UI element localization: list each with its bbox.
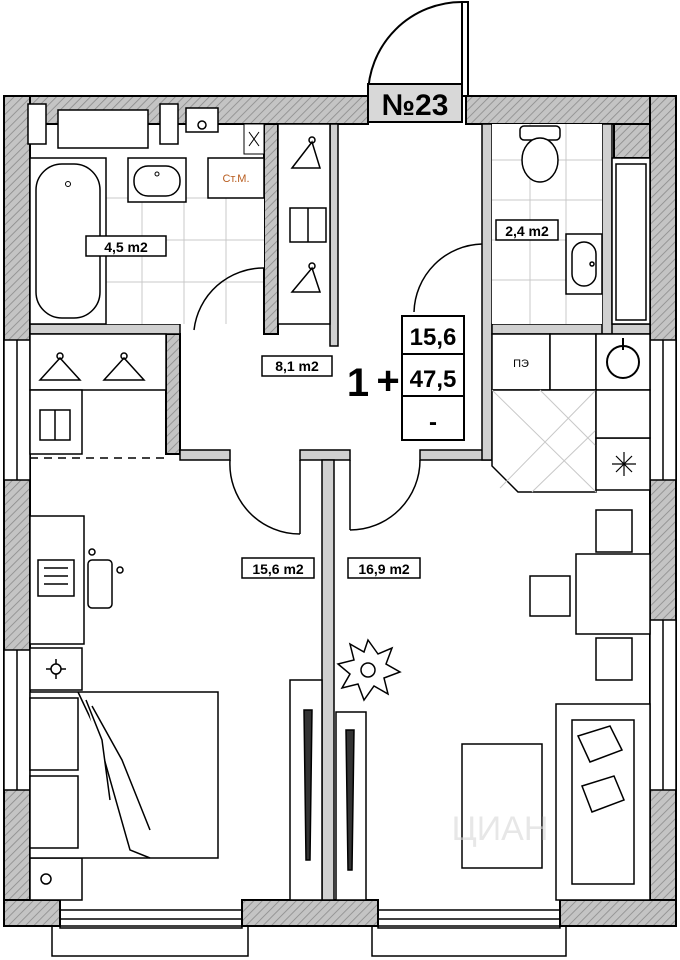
living-door bbox=[349, 459, 421, 531]
hallway: 8,1 m2 bbox=[261, 355, 333, 377]
bedroom-label: 15,6 m2 bbox=[241, 557, 315, 579]
toilet bbox=[519, 125, 561, 183]
living-label: 16,9 m2 bbox=[347, 557, 421, 579]
rooms-plus: + bbox=[376, 359, 399, 403]
wc: 2,4 m2 bbox=[413, 124, 603, 324]
bathroom-window bbox=[27, 103, 219, 149]
bedroom-closet bbox=[29, 333, 167, 459]
bathroom-area: 4,5 m2 bbox=[104, 239, 148, 255]
desk bbox=[29, 515, 85, 645]
entrance-door bbox=[367, 1, 469, 97]
sofa bbox=[555, 703, 651, 901]
apartment-number: №23 bbox=[382, 89, 449, 122]
rooms-count: 1 bbox=[347, 361, 369, 405]
bedroom-door bbox=[229, 459, 301, 535]
bathroom: Ст.М. 4,5 m2 bbox=[29, 123, 265, 331]
apartment-number-badge: №23 bbox=[367, 83, 463, 123]
apartment-summary: 1 + 15,6 47,5 - bbox=[347, 315, 465, 441]
wc-door bbox=[413, 243, 483, 313]
right-closet bbox=[611, 157, 651, 325]
wc-area: 2,4 m2 bbox=[505, 223, 549, 239]
hall-area: 8,1 m2 bbox=[275, 358, 319, 374]
living-area: 15,6 bbox=[410, 324, 457, 351]
interior-walls bbox=[29, 123, 651, 901]
living-wardrobe bbox=[289, 679, 367, 901]
desk-chair bbox=[87, 548, 124, 609]
washing-machine bbox=[207, 157, 265, 199]
windows-left bbox=[3, 339, 31, 791]
kitchen-living-area: 16,9 m2 bbox=[358, 561, 410, 577]
stove bbox=[491, 333, 551, 391]
windows-bottom bbox=[51, 909, 567, 957]
kitchen: ПЭ bbox=[491, 333, 651, 493]
wc-sink bbox=[565, 233, 603, 295]
hall-wardrobe bbox=[277, 123, 331, 325]
total-area: 47,5 bbox=[410, 366, 457, 393]
nightstands bbox=[29, 647, 83, 901]
dash-value: - bbox=[429, 409, 437, 436]
bathroom-door bbox=[193, 267, 265, 331]
washer-label: Ст.М. bbox=[222, 173, 249, 185]
bed bbox=[29, 691, 219, 859]
coffee-table bbox=[461, 743, 543, 869]
dining-set bbox=[529, 509, 651, 681]
stove-label: ПЭ bbox=[513, 358, 529, 370]
bedroom-area: 15,6 m2 bbox=[252, 561, 304, 577]
watermark: ЦИАН bbox=[452, 810, 549, 848]
plant bbox=[336, 638, 402, 702]
windows-right bbox=[649, 339, 677, 791]
